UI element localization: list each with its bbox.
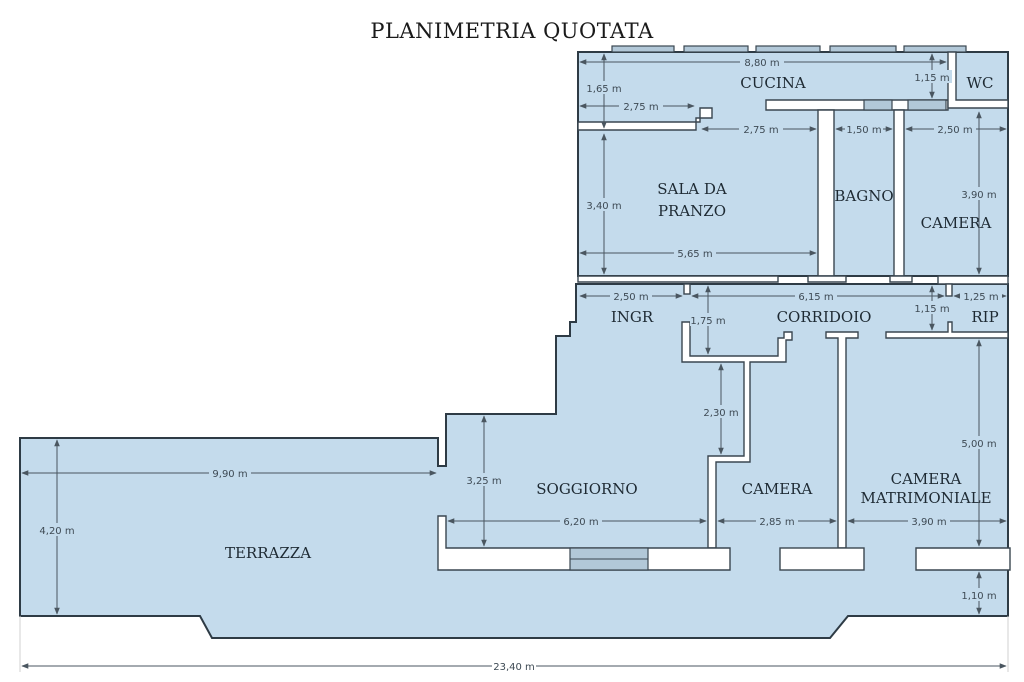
room-label-soggiorno: SOGGIORNO [536,480,637,498]
dimensions: 8,80 m 2,75 m 2,75 m 1,50 m 2,50 m 5,65 … [19,53,1009,673]
window [829,45,897,53]
room-label-terrazza: TERRAZZA [225,544,311,562]
room-label-cucina: CUCINA [740,74,806,92]
dim-matr-depth: 5,00 m [961,439,996,450]
room-label-camera-1: CAMERA [921,214,992,232]
dim-corridoio-depth: 1,75 m [690,316,725,327]
room-label-bagno: BAGNO [834,187,893,205]
room-label-wc: WC [967,74,994,92]
dim-soggiorno-depth: 3,25 m [466,476,501,487]
dim-terrazza-depth: 4,20 m [39,526,74,537]
dim-cucina-width: 8,80 m [744,58,779,69]
window [611,45,675,53]
dim-bagno-width: 1,50 m [846,125,881,136]
dim-corridoio-length: 6,15 m [798,292,833,303]
dim-terrazza-width: 9,90 m [212,469,247,480]
room-label-ingr: INGR [611,308,654,326]
dim-matr-width: 3,90 m [911,517,946,528]
window [683,45,749,53]
dim-rip-depth: 1,15 m [914,304,949,315]
room-label-matr-1: CAMERA [891,470,962,488]
plan-title: PLANIMETRIA QUOTATA [370,19,654,43]
dim-sala-top: 2,75 m [743,125,778,136]
room-labels: CUCINA WC SALA DA PRANZO BAGNO CAMERA IN… [225,74,999,562]
room-label-sala-1: SALA DA [657,180,727,198]
room-label-corridoio: CORRIDOIO [777,308,872,326]
room-label-sala-2: PRANZO [658,202,726,220]
dim-cucina-depth: 1,65 m [586,84,621,95]
dim-cucina-lower: 2,75 m [623,102,658,113]
interior-walls [437,51,1011,571]
dim-camera1-depth: 3,90 m [961,190,996,201]
dim-camera2-width: 2,85 m [759,517,794,528]
dim-total-width: 23,40 m [493,662,535,673]
room-label-rip: RIP [971,308,998,326]
terrazza-area [19,283,1009,639]
dim-camera1-width: 2,50 m [937,125,972,136]
dim-passage-depth: 2,30 m [703,408,738,419]
dim-rip-width: 1,25 m [963,292,998,303]
window [903,45,967,53]
dim-soggiorno-width: 6,20 m [563,517,598,528]
room-label-matr-2: MATRIMONIALE [860,489,991,507]
dim-balcony-depth: 1,10 m [961,591,996,602]
dim-wc-depth: 1,15 m [914,73,949,84]
dim-sala-depth: 3,40 m [586,201,621,212]
dim-ingr-width: 2,50 m [613,292,648,303]
room-label-camera-2: CAMERA [742,480,813,498]
window [755,45,821,53]
dim-sala-width: 5,65 m [677,249,712,260]
